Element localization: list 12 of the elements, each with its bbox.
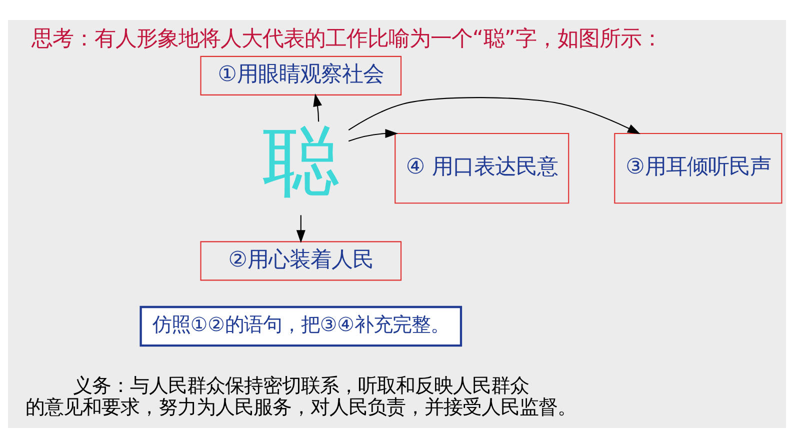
label: 义务：与人民群众保持密切联系，听取和反映人民群众的意见和要求，努力为人民服务，对人民负责，并接受人民监督。 bbox=[25, 374, 576, 418]
node-text: 聪 bbox=[262, 116, 340, 206]
node-box: ④ 用口表达民意 bbox=[394, 132, 570, 204]
arrow bbox=[313, 92, 322, 122]
diagram-title: 思考：有人形象地将人大代表的工作比喻为一个“聪”字，如图所示： bbox=[31, 26, 663, 52]
arrow bbox=[348, 96, 640, 134]
node-box: ②用心装着人民 bbox=[200, 240, 402, 280]
arrow bbox=[348, 128, 398, 142]
label: 仿照①②的语句，把③④补充完整。 bbox=[152, 312, 450, 336]
node-box: ①用眼睛观察社会 bbox=[200, 55, 402, 95]
arrow bbox=[296, 214, 306, 242]
node-box: ③用耳倾听民声 bbox=[614, 132, 782, 204]
